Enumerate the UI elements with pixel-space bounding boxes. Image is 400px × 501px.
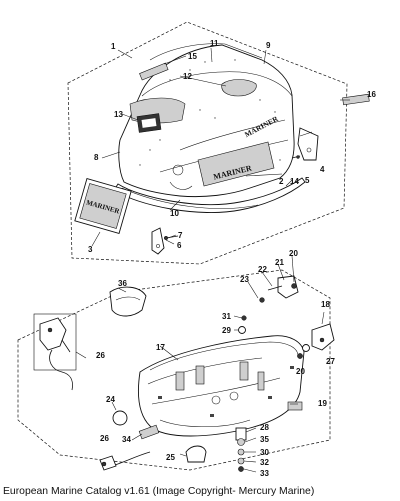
callout-34: 34 xyxy=(122,435,131,444)
callout-30: 30 xyxy=(260,448,269,457)
callout-labels: 1 2 3 4 5 6 7 8 9 10 11 12 13 14 15 16 1… xyxy=(88,39,376,478)
cowl-bracket xyxy=(151,227,165,255)
rear-decal: MARINER xyxy=(74,177,132,235)
lanyard-cable xyxy=(111,451,151,467)
callout-12: 12 xyxy=(183,72,192,81)
callout-19: 19 xyxy=(318,399,327,408)
grommet-25 xyxy=(185,445,207,463)
callout-24: 24 xyxy=(106,395,115,404)
front-bracket xyxy=(311,323,335,351)
callout-33: 33 xyxy=(260,469,269,478)
callout-8: 8 xyxy=(94,153,99,162)
callout-5: 5 xyxy=(305,176,310,185)
callout-35: 35 xyxy=(260,435,269,444)
callout-31: 31 xyxy=(222,312,231,321)
screw-23 xyxy=(259,297,265,303)
decal-strip-15 xyxy=(139,62,169,81)
mount-bracket xyxy=(277,275,299,299)
lanyard-box xyxy=(33,313,77,371)
screw-20-lower xyxy=(297,353,303,359)
decal-strip-16 xyxy=(342,93,370,106)
washer-29 xyxy=(238,326,246,334)
callout-18: 18 xyxy=(321,300,330,309)
cowl-top-surface xyxy=(141,71,293,97)
callout-16: 16 xyxy=(367,90,376,99)
lanyard-assembly xyxy=(39,317,67,351)
image-caption: European Marine Catalog v1.61 (Image Cop… xyxy=(3,486,315,497)
bottom-cowl-rim xyxy=(149,341,299,371)
cowl-top-rim xyxy=(149,43,263,61)
callout-14: 14 xyxy=(290,177,299,186)
screw-31 xyxy=(241,315,247,321)
callout-21: 21 xyxy=(275,258,284,267)
assembly-boundary-lower xyxy=(17,269,331,471)
callout-27: 27 xyxy=(326,357,335,366)
top-grille xyxy=(221,79,257,97)
cowl-side-decal xyxy=(197,141,275,187)
callout-22: 22 xyxy=(258,265,267,274)
mount-stack xyxy=(235,427,247,472)
callout-6: 6 xyxy=(177,241,182,250)
callout-15: 15 xyxy=(188,52,197,61)
lanyard-switch xyxy=(99,455,117,471)
callout-7: 7 xyxy=(178,231,183,240)
callout-13: 13 xyxy=(114,110,123,119)
plug-24 xyxy=(112,410,128,426)
callout-10: 10 xyxy=(170,209,179,218)
callout-3: 3 xyxy=(88,245,93,254)
cowl-texture xyxy=(139,59,281,166)
bracket-spring xyxy=(267,285,283,291)
callout-32: 32 xyxy=(260,458,269,467)
callout-29: 29 xyxy=(222,326,231,335)
callout-25: 25 xyxy=(166,453,175,462)
top-cowl-assembly: MARINER MARINER MARINER xyxy=(67,21,370,265)
screw-20-upper xyxy=(291,283,297,289)
callout-4: 4 xyxy=(320,165,325,174)
cowl-seal xyxy=(113,177,306,213)
leader-lines xyxy=(75,47,350,473)
callout-23: 23 xyxy=(240,275,249,284)
washer-27 xyxy=(302,344,310,352)
callout-9: 9 xyxy=(266,41,271,50)
callout-36: 36 xyxy=(118,279,127,288)
assembly-boundary-upper xyxy=(67,21,348,265)
callout-1: 1 xyxy=(111,42,116,51)
rubber-boot xyxy=(109,286,147,317)
decal-19 xyxy=(287,401,303,411)
bottom-cowl-assembly xyxy=(17,269,335,472)
callout-28: 28 xyxy=(260,423,269,432)
cowl-latch xyxy=(297,127,319,161)
callout-20-upper: 20 xyxy=(289,249,298,258)
callout-26-upper: 26 xyxy=(96,351,105,360)
callout-11: 11 xyxy=(210,39,219,48)
callout-2: 2 xyxy=(279,177,284,186)
cowl-side-panel xyxy=(179,119,286,151)
part-34 xyxy=(138,424,160,440)
callout-26-lower: 26 xyxy=(100,434,109,443)
callout-20-lower: 20 xyxy=(296,367,305,376)
cowl-bottom-seam xyxy=(121,187,259,209)
callout-17: 17 xyxy=(156,343,165,352)
